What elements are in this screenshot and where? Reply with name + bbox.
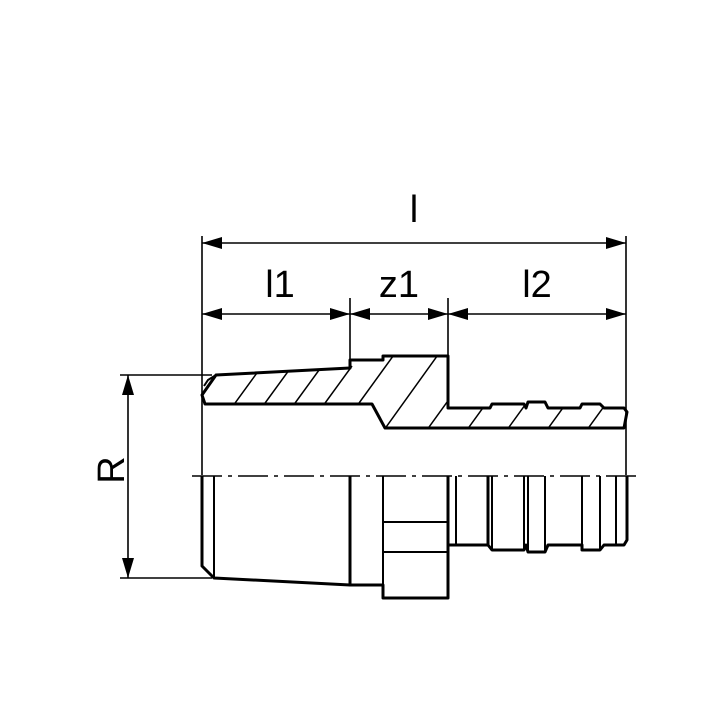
dimension-total-length: [202, 237, 626, 249]
dimension-thread-R: [122, 375, 134, 578]
extension-lines: [120, 236, 627, 579]
label-thread-R: R: [91, 456, 133, 483]
section-hatching: [229, 356, 627, 428]
section-view-upper-half: [200, 354, 629, 430]
hex-collar: [348, 476, 450, 600]
threaded-end: [200, 476, 352, 587]
exterior-view-lower-half: [200, 476, 629, 600]
label-length-2: l2: [522, 264, 552, 306]
dimension-partial-lengths: [202, 308, 626, 320]
label-total-length: l: [410, 189, 418, 231]
label-length-1: l1: [265, 264, 295, 306]
label-length-z1: z1: [379, 264, 419, 306]
